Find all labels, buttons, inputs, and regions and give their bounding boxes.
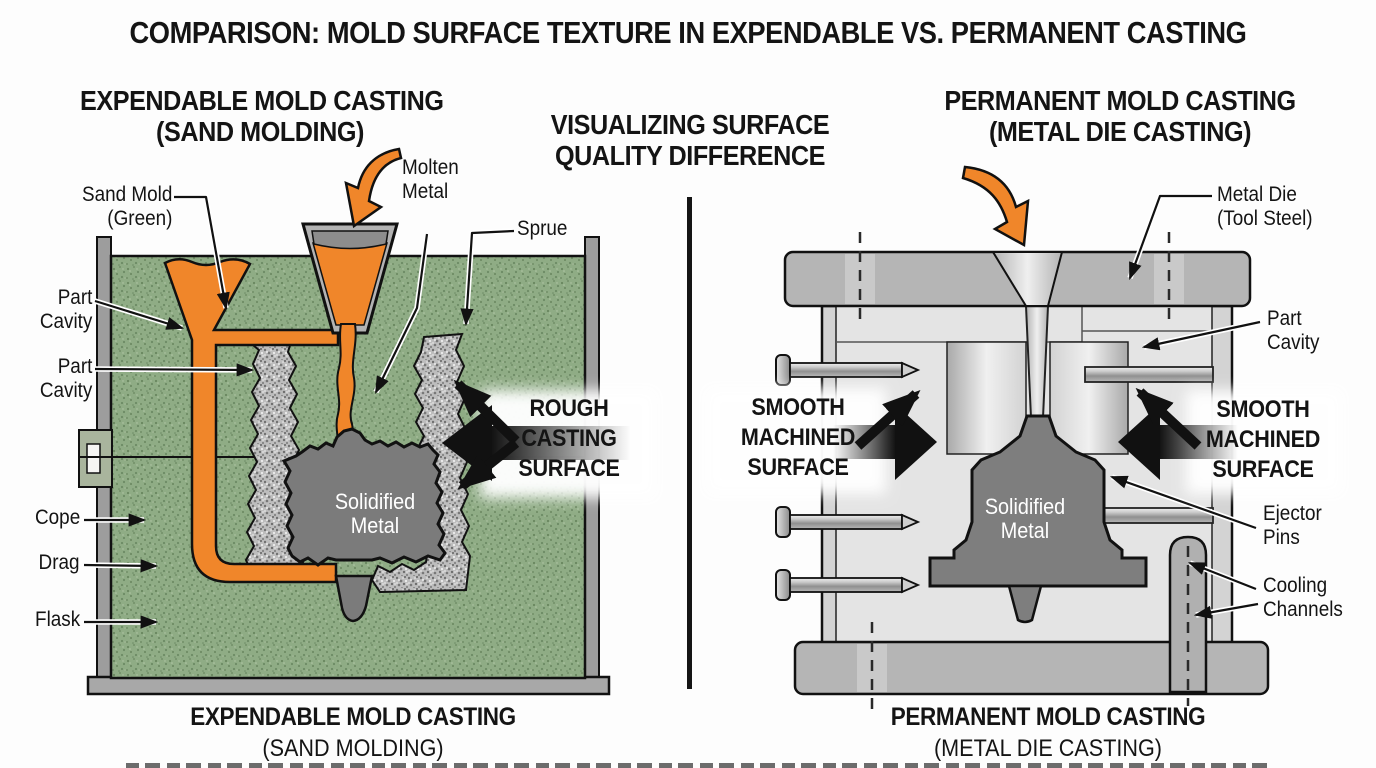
mold-clamp (78, 429, 113, 488)
rough-casting-callout: ROUGH CASTING SURFACE (518, 395, 620, 482)
ejector-pin (775, 506, 921, 538)
left-caption-line1: EXPENDABLE MOLD CASTING (190, 703, 516, 731)
die-bottom-plate (793, 640, 1270, 696)
leader-lines-right (1109, 193, 1261, 619)
label-part-cavity-1: Part Cavity (39, 286, 92, 333)
label-cooling-channels: Cooling Channels (1263, 574, 1343, 621)
right-caption: PERMANENT MOLD CASTING (METAL DIE CASTIN… (868, 702, 1228, 764)
left-caption: EXPENDABLE MOLD CASTING (SAND MOLDING) (173, 702, 533, 764)
smooth-callout-right: SMOOTH MACHINED SURFACE (1205, 396, 1321, 483)
label-solidified-metal-right: Solidified Metal (984, 494, 1066, 543)
center-header-line1: VISUALIZING SURFACE (550, 109, 830, 140)
cavity-wall-left (946, 341, 1027, 455)
ejector-pins (775, 354, 921, 601)
cooling-channel-bar (1168, 535, 1208, 694)
label-ejector-pins: Ejector Pins (1263, 502, 1322, 549)
sprue-channel (1024, 305, 1050, 419)
page-title: COMPARISON: MOLD SURFACE TEXTURE IN EXPE… (129, 15, 1247, 50)
ejector-pin (775, 354, 921, 386)
left-caption-line2: (SAND MOLDING) (262, 735, 444, 762)
left-panel-header: EXPENDABLE MOLD CASTING (SAND MOLDING) (80, 85, 444, 147)
leader-lines-left (83, 194, 515, 629)
right-panel-header: PERMANENT MOLD CASTING (METAL DIE CASTIN… (940, 85, 1300, 147)
label-part-cavity-2: Part Cavity (39, 355, 92, 402)
cavity-wall-right (1049, 341, 1129, 455)
right-header-line1: PERMANENT MOLD CASTING (944, 85, 1296, 116)
rough-strip-right (370, 332, 472, 594)
die-top-plate (783, 250, 1252, 308)
label-part-cavity-right: Part Cavity (1267, 307, 1320, 354)
ejector-pin (775, 569, 921, 601)
label-sprue: Sprue (517, 217, 568, 240)
divider-line (687, 197, 692, 689)
smooth-right-arrows (1118, 387, 1238, 480)
left-header-line1: EXPENDABLE MOLD CASTING (80, 85, 444, 116)
smooth-left-arrows (833, 389, 937, 480)
casting-right (928, 414, 1148, 624)
label-cope: Cope (34, 506, 80, 529)
right-header-line2: (METAL DIE CASTING) (988, 116, 1252, 147)
label-molten-metal: Molten Metal (402, 156, 459, 203)
smooth-callout-left: SMOOTH MACHINED SURFACE (740, 394, 856, 481)
center-header-line2: QUALITY DIFFERENCE (554, 140, 826, 171)
right-caption-line1: PERMANENT MOLD CASTING (890, 703, 1206, 731)
label-solidified-metal-left: Solidified Metal (334, 489, 416, 538)
label-sand-mold: Sand Mold (Green) (81, 183, 172, 230)
pour-arrow-icon (961, 165, 1030, 248)
molten-network (163, 258, 340, 584)
center-header: VISUALIZING SURFACE QUALITY DIFFERENCE (510, 109, 870, 171)
label-flask: Flask (34, 608, 80, 631)
right-caption-line2: (METAL DIE CASTING) (933, 735, 1163, 762)
label-drag: Drag (39, 551, 80, 574)
cropped-text-artifact (126, 763, 1272, 768)
rough-callout-arrows (442, 379, 631, 490)
pour-arrow-icon (344, 147, 403, 229)
label-metal-die: Metal Die (Tool Steel) (1217, 183, 1313, 230)
ejector-pin-channel-top (1084, 366, 1214, 383)
casting-left (281, 427, 447, 623)
permanent-mold-diagram (706, 165, 1342, 714)
pouring-cup (301, 222, 399, 335)
expendable-mold-diagram (78, 147, 656, 696)
left-header-line2: (SAND MOLDING) (156, 116, 364, 147)
